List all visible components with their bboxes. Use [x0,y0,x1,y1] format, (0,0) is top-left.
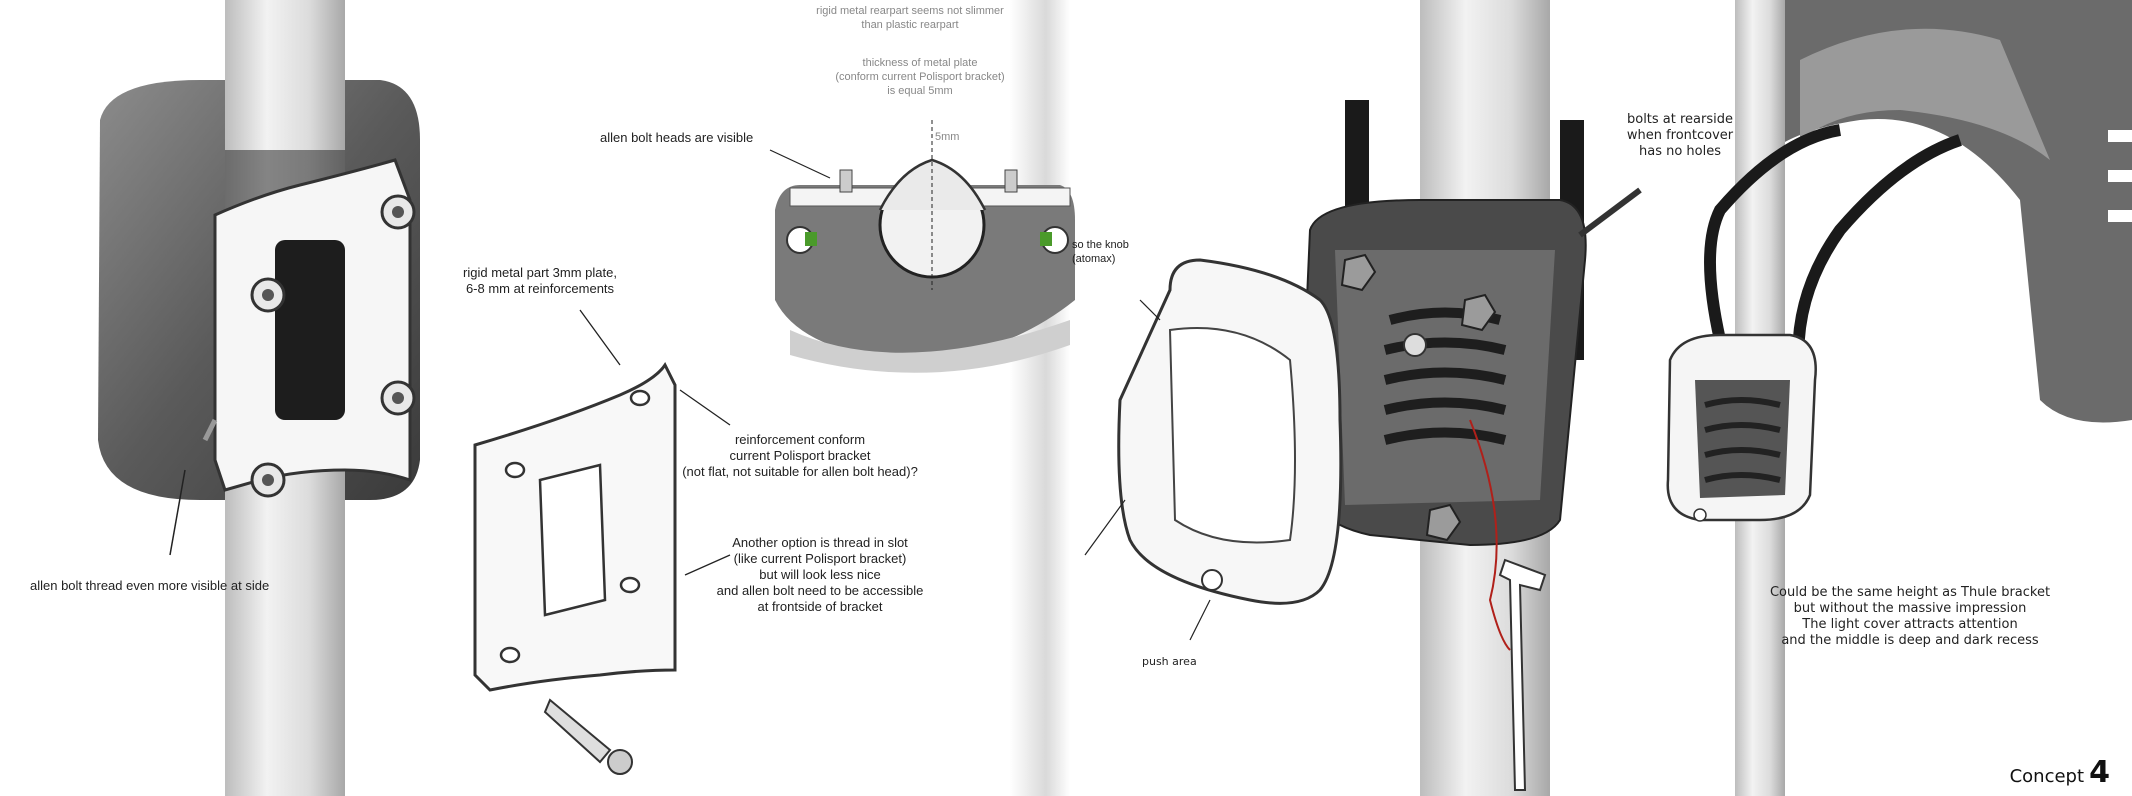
note-allen-heads: allen bolt heads are visible [600,130,754,145]
note-thule-comparison: Could be the same height as Thule bracke… [1740,585,2080,649]
note-line: than plastic rearpart [861,19,959,31]
bracket-assembly-left [98,0,420,796]
note-bolts-rearside: bolts at rearside when frontcover has no… [1600,112,1760,160]
cross-section-view [769,120,1075,373]
note-line: so the knob [1072,239,1129,251]
note-line: but without the massive impression [1793,601,2027,616]
note-line: Could be the same height as Thule bracke… [1769,585,2051,600]
note-reinforcement: reinforcement conform current Polisport … [650,432,950,480]
note-knob: so the knob (atomax) [1072,238,1129,266]
note-line: rigid metal part 3mm plate, [463,265,617,280]
note-metal-rearpart: rigid metal rearpart seems not slimmer t… [790,4,1030,32]
note-allen-thread: allen bolt thread even more visible at s… [30,578,270,593]
note-line: (like current Polisport bracket) [733,551,907,566]
note-another-option: Another option is thread in slot (like c… [690,535,950,615]
note-line: 6-8 mm at reinforcements [465,281,615,296]
seat-with-cover [1666,0,2132,796]
note-line: Another option is thread in slot [732,535,908,550]
note-push-area: push area [1142,655,1197,668]
note-line: (atomax) [1072,253,1116,265]
footer-concept-word: Concept [2009,766,2085,787]
note-line: has no holes [1638,144,1721,159]
note-line: when frontcover [1626,128,1734,143]
note-line: reinforcement conform [734,432,866,447]
note-line: (not flat, not suitable for allen bolt h… [682,464,918,479]
note-rigid-part: rigid metal part 3mm plate, 6-8 mm at re… [440,265,640,297]
dimension-label: 5mm [935,131,960,143]
note-line: is equal 5mm [887,85,953,97]
note-line: (conform current Polisport bracket) [835,71,1005,83]
note-plate-thickness: thickness of metal plate (conform curren… [800,56,1040,98]
note-line: rigid metal rearpart seems not slimmer [816,5,1004,17]
note-line: The light cover attracts attention [1802,617,2018,632]
note-line: and the middle is deep and dark recess [1781,633,2039,648]
note-line: but will look less nice [759,567,881,582]
note-line: at frontside of bracket [757,599,883,614]
metal-plate-exploded [473,309,731,775]
bracket-with-cover [1084,0,1642,796]
note-line: and allen bolt need to be accessible [716,583,924,598]
book-spine-shadow [1010,0,1070,796]
note-line: thickness of metal plate [862,57,978,69]
note-line: bolts at rearside [1626,112,1734,127]
page-footer: Concept 4 [2010,755,2110,790]
footer-concept-number: 4 [2089,755,2110,790]
note-line: current Polisport bracket [729,448,871,463]
